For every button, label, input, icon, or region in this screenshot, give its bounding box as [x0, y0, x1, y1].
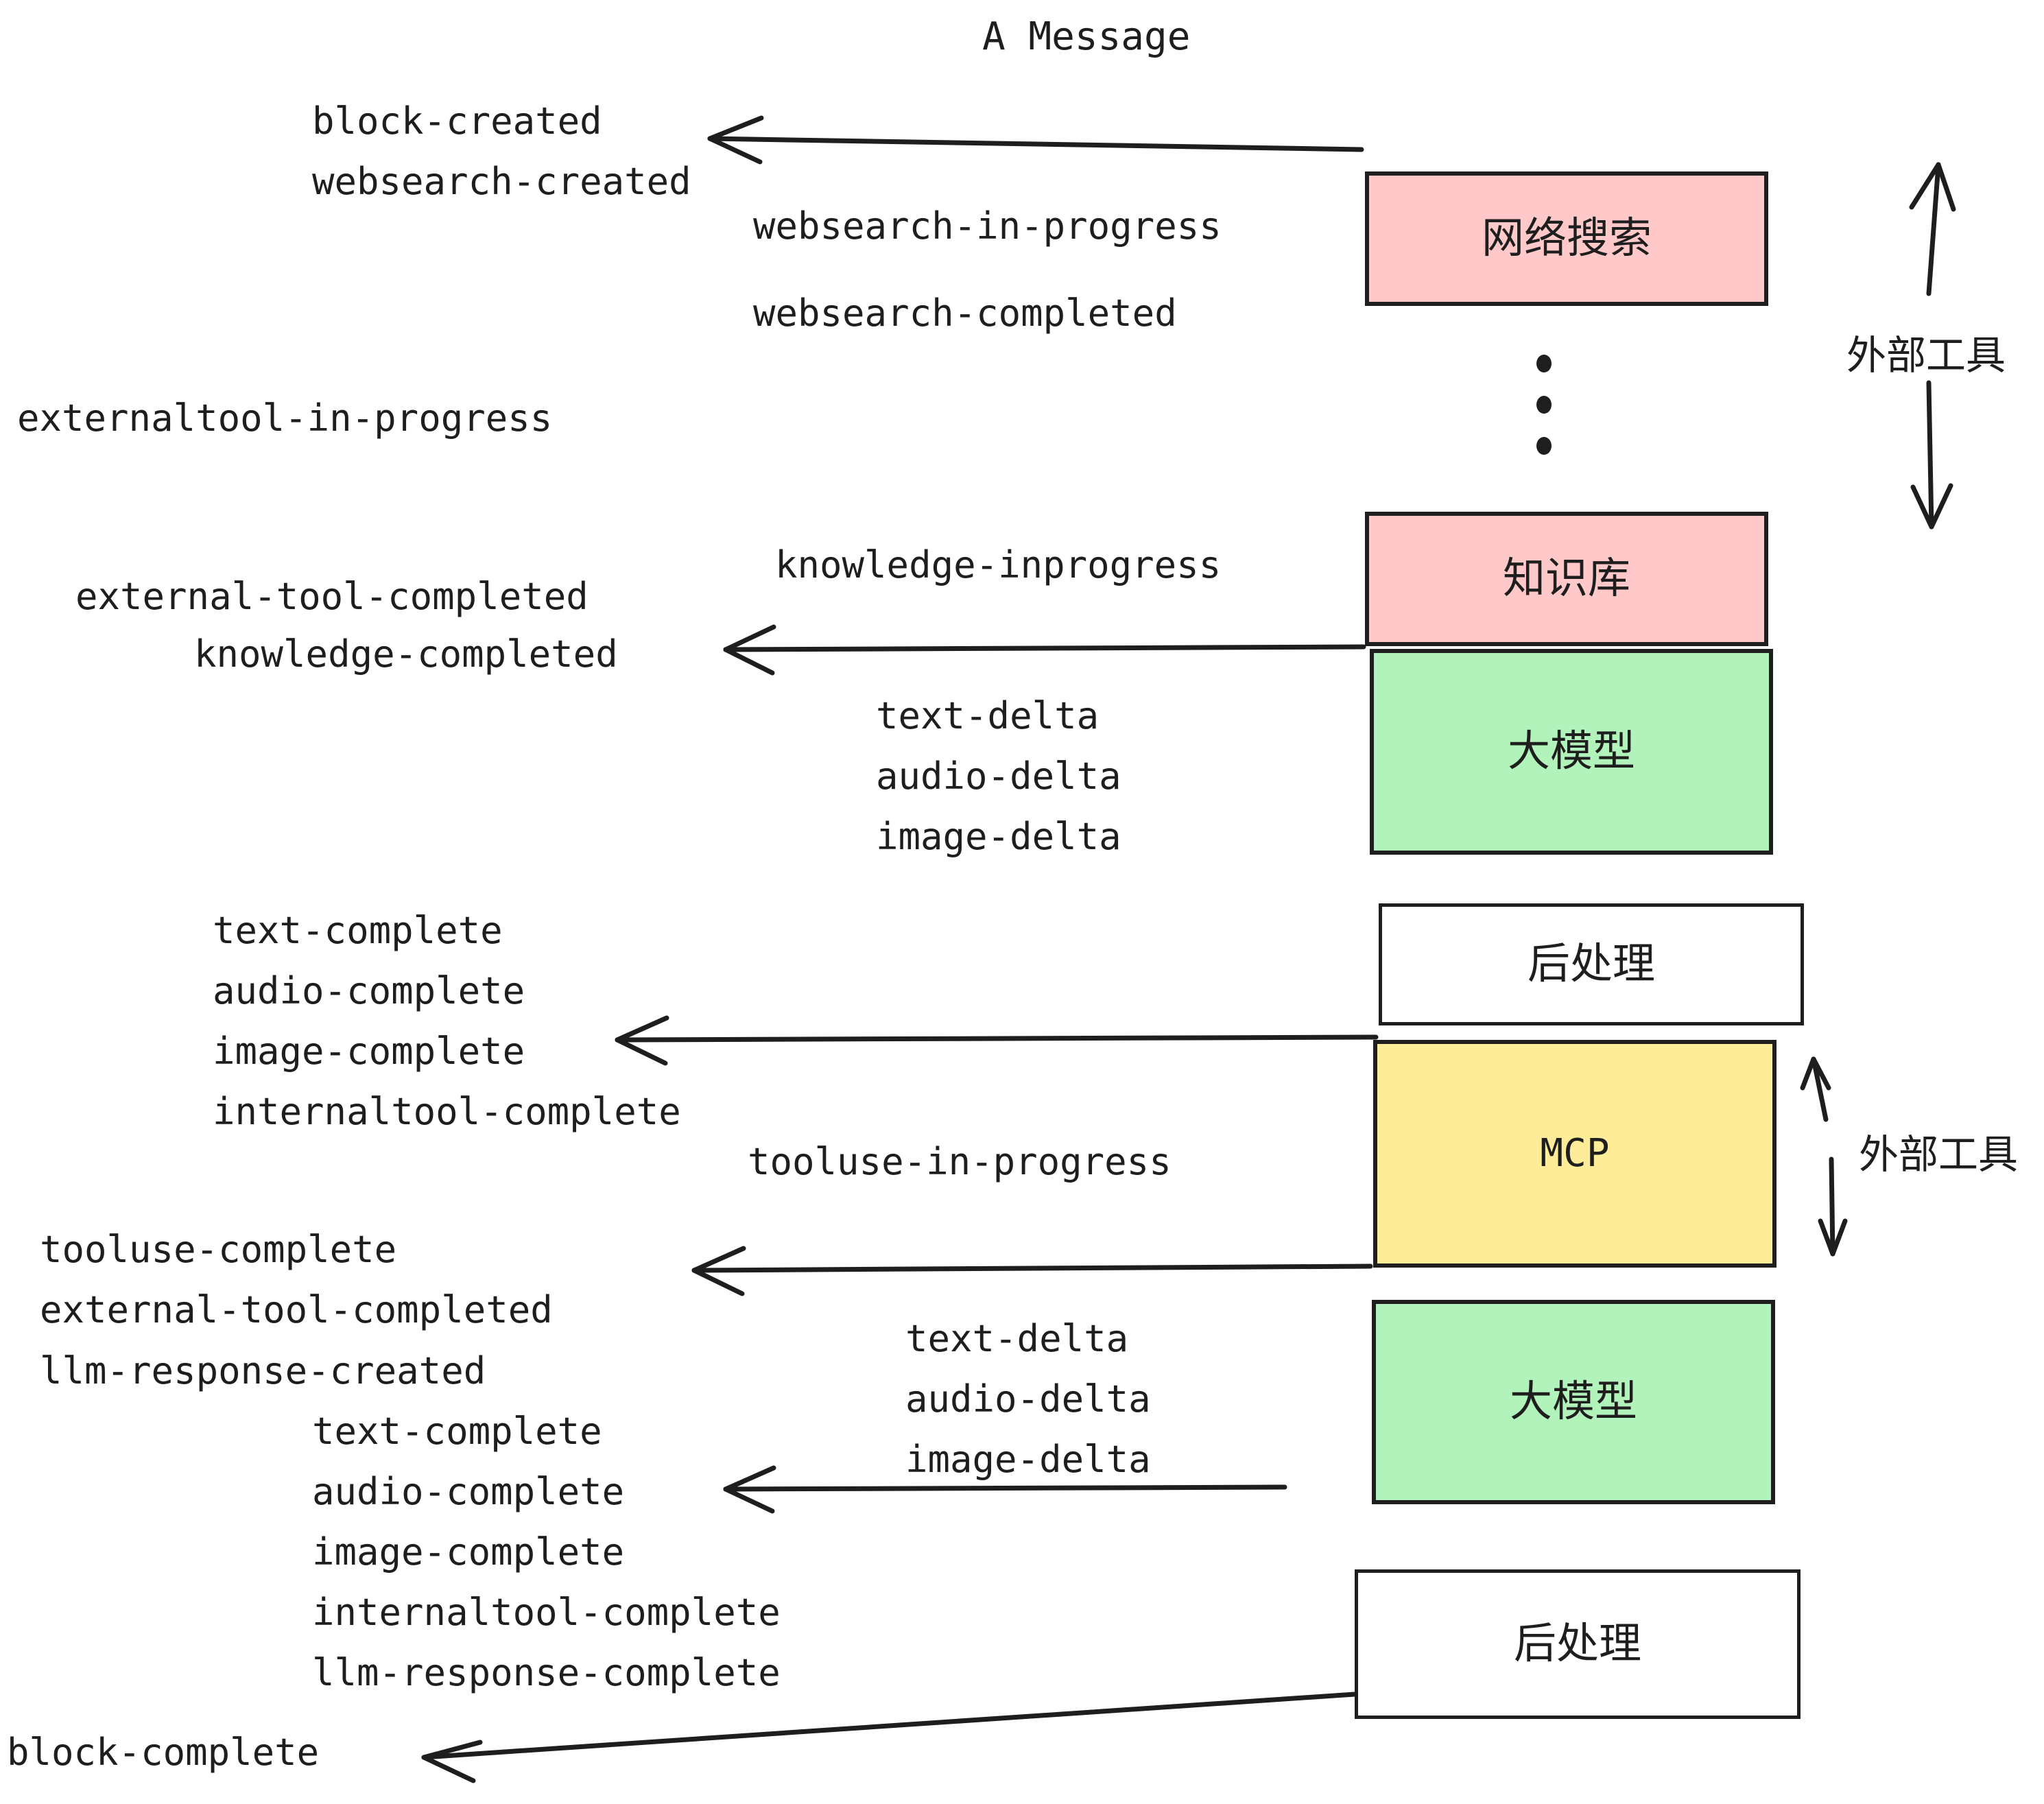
arrow-external-tools-bottom-up	[1800, 1056, 1831, 1122]
arrow-external-tools-bottom-down	[1818, 1156, 1848, 1257]
event-image-delta-1: image-delta	[876, 815, 1121, 858]
node-postprocess-2-label: 后处理	[1513, 1620, 1641, 1667]
event-block-created: block-created	[312, 99, 602, 143]
event-tooluse-in-progress: tooluse-in-progress	[748, 1140, 1172, 1183]
node-llm-2[interactable]: 大模型	[1372, 1300, 1775, 1504]
ellipsis-dot-2	[1536, 396, 1552, 414]
event-text-delta-1: text-delta	[876, 694, 1100, 737]
node-knowledge-label: 知识库	[1502, 555, 1630, 602]
event-audio-complete-1: audio-complete	[213, 969, 525, 1012]
node-websearch-label: 网络搜索	[1481, 215, 1652, 262]
event-externaltool-in-progress: externaltool-in-progress	[17, 396, 553, 440]
event-text-delta-2: text-delta	[905, 1317, 1129, 1360]
event-knowledge-inprogress: knowledge-inprogress	[775, 543, 1222, 586]
side-label-external-tools-top: 外部工具	[1846, 333, 2006, 378]
page-title: A Message	[982, 14, 1191, 59]
node-postprocess-2[interactable]: 后处理	[1355, 1569, 1801, 1719]
node-llm-1-label: 大模型	[1507, 728, 1635, 775]
event-llm-response-complete: llm-response-complete	[312, 1651, 781, 1694]
side-label-external-tools-bottom: 外部工具	[1859, 1132, 2019, 1177]
event-websearch-created: websearch-created	[312, 160, 691, 203]
node-websearch[interactable]: 网络搜索	[1365, 171, 1768, 306]
arrow-knowledge-to-knowledge-completed	[723, 624, 1366, 676]
node-knowledge[interactable]: 知识库	[1365, 512, 1768, 646]
event-image-complete-2: image-complete	[312, 1530, 625, 1574]
arrow-external-tools-top-down	[1910, 380, 1953, 530]
node-llm-1[interactable]: 大模型	[1370, 649, 1773, 855]
arrow-external-tools-top-up	[1909, 162, 1956, 296]
event-internaltool-complete-2: internaltool-complete	[312, 1591, 781, 1634]
event-image-complete-1: image-complete	[213, 1030, 525, 1073]
event-llm-response-created: llm-response-created	[40, 1349, 486, 1392]
node-postprocess-1[interactable]: 后处理	[1379, 903, 1804, 1025]
event-audio-delta-1: audio-delta	[876, 755, 1121, 798]
ellipsis-dot-3	[1536, 437, 1552, 455]
arrow-mcp-to-tooluse-complete	[691, 1246, 1373, 1296]
event-text-complete-1: text-complete	[213, 909, 503, 952]
node-postprocess-1-label: 后处理	[1527, 940, 1655, 988]
event-websearch-completed: websearch-completed	[753, 292, 1177, 335]
event-text-complete-2: text-complete	[312, 1410, 602, 1453]
event-audio-complete-2: audio-complete	[312, 1470, 625, 1513]
arrow-postprocess2-to-block-complete	[421, 1692, 1357, 1783]
node-mcp[interactable]: MCP	[1373, 1040, 1776, 1268]
arrow-websearch-to-block-created	[707, 115, 1364, 165]
event-tooluse-complete: tooluse-complete	[40, 1228, 397, 1271]
ellipsis-dot-1	[1536, 355, 1552, 372]
node-llm-2-label: 大模型	[1509, 1378, 1637, 1425]
event-audio-delta-2: audio-delta	[905, 1377, 1151, 1421]
event-image-delta-2: image-delta	[905, 1438, 1151, 1481]
event-block-complete: block-complete	[7, 1731, 320, 1774]
event-external-tool-completed-2: external-tool-completed	[40, 1288, 553, 1331]
event-websearch-in-progress: websearch-in-progress	[753, 204, 1222, 248]
event-knowledge-completed: knowledge-completed	[194, 632, 618, 676]
arrow-postprocess1-to-image-complete	[615, 1015, 1379, 1066]
node-mcp-label: MCP	[1540, 1131, 1610, 1176]
event-internaltool-complete-1: internaltool-complete	[213, 1090, 681, 1133]
event-external-tool-completed-1: external-tool-completed	[75, 575, 589, 618]
